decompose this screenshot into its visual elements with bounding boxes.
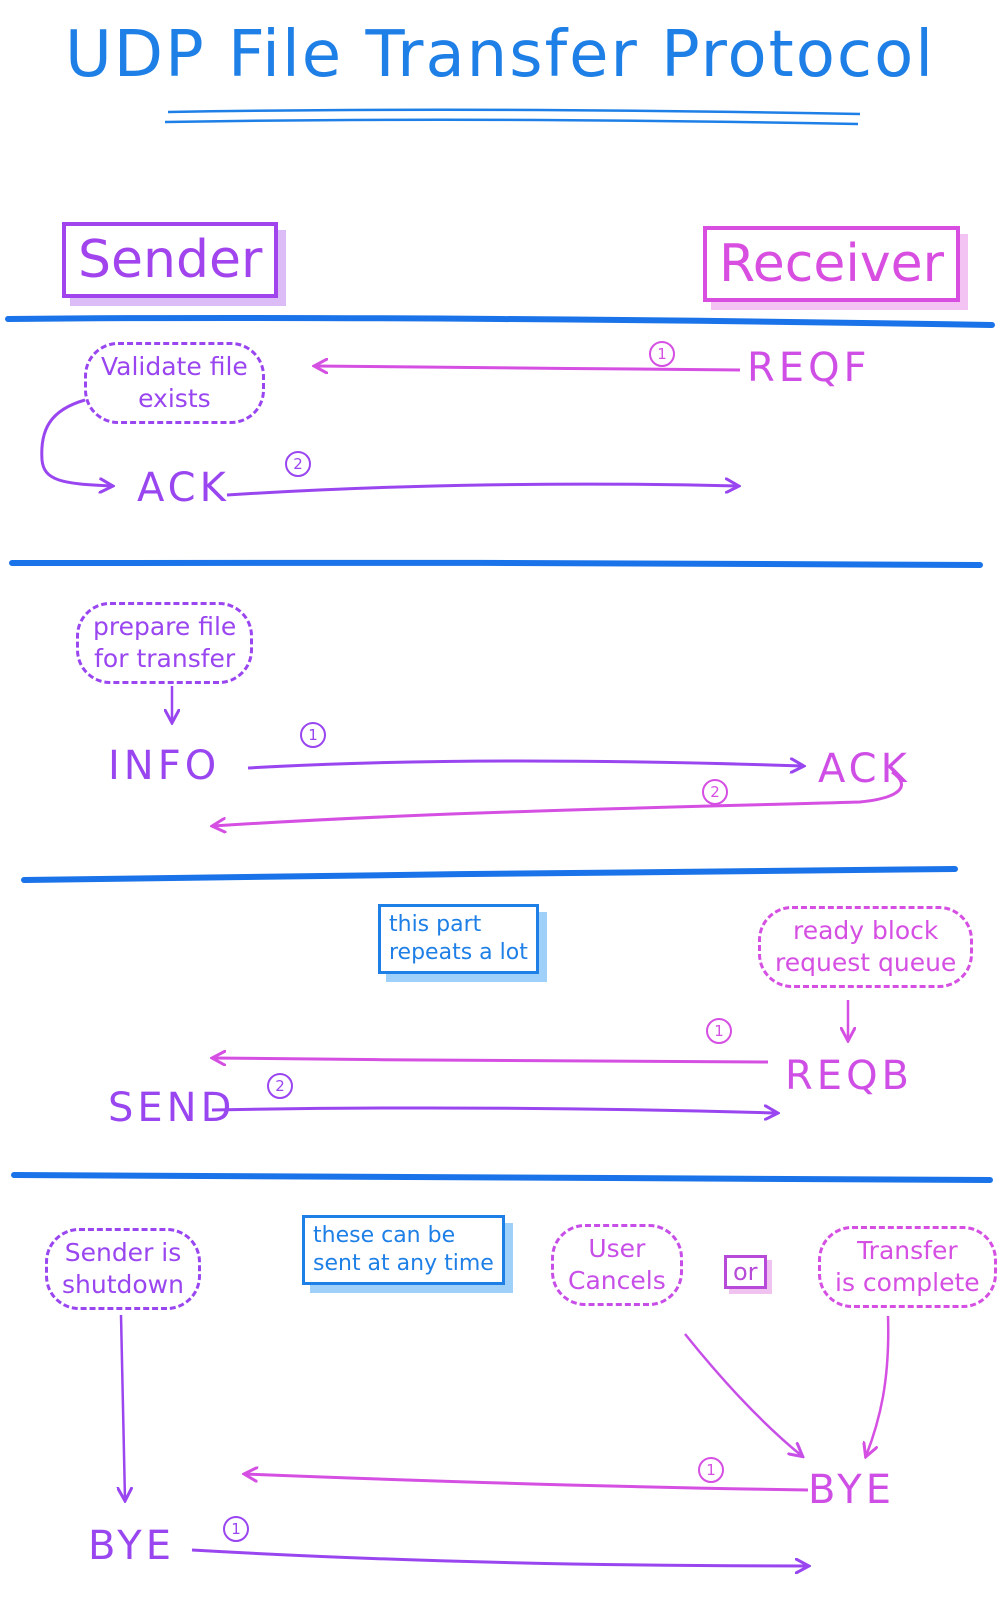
title-underline-2 [164, 118, 859, 126]
connector-shutdown-bye [121, 1314, 125, 1500]
arrow-info [247, 761, 803, 768]
step-marker-reqb: 1 [706, 1018, 732, 1044]
message-ack-sender: ACK [137, 465, 230, 511]
step-marker-info: 1 [300, 722, 326, 748]
arrow-bye-sender [191, 1548, 808, 1566]
step-marker-reqf: 1 [649, 341, 675, 367]
arrow-ack-1 [226, 484, 738, 497]
message-reqf: REQF [747, 345, 871, 391]
arrow-reqf [315, 366, 741, 370]
title-underline [167, 108, 861, 116]
arrow-bye-receiver [245, 1474, 809, 1492]
connector-validate-ack [40, 398, 112, 486]
section-divider-4 [11, 1172, 993, 1183]
message-reqb: REQB [785, 1053, 913, 1099]
message-bye-receiver: BYE [808, 1467, 895, 1513]
message-info: INFO [108, 743, 221, 789]
arrow-ack-2 [213, 770, 903, 826]
message-bye-sender: BYE [88, 1523, 175, 1569]
or-label: or [724, 1255, 767, 1289]
section-divider-3 [21, 866, 958, 883]
message-send: SEND [108, 1085, 236, 1131]
step-marker-bye-receiver: 1 [698, 1457, 724, 1483]
page-title: UDP File Transfer Protocol [64, 18, 936, 92]
arrow-send [211, 1108, 777, 1113]
section-divider-1 [5, 314, 995, 328]
connector-cancel-bye [684, 1333, 802, 1456]
arrow-reqb [213, 1058, 769, 1062]
actor-receiver: Receiver [703, 226, 960, 302]
section-divider-2 [9, 559, 983, 568]
step-marker-ack-receiver: 2 [702, 779, 728, 805]
actor-sender: Sender [62, 222, 279, 298]
step-marker-send: 2 [267, 1073, 293, 1099]
connector-complete-bye [866, 1315, 890, 1456]
step-marker-ack-sender: 2 [285, 451, 311, 477]
step-marker-bye-sender: 1 [223, 1516, 249, 1542]
message-ack-receiver: ACK [818, 746, 911, 792]
